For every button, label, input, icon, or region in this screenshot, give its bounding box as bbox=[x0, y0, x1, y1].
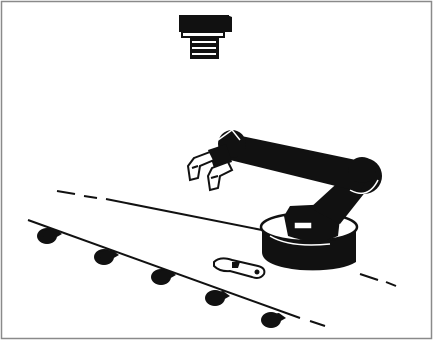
conveyor-rollers bbox=[37, 228, 286, 328]
gripper-tool-icon bbox=[179, 15, 232, 59]
wrench-part-icon bbox=[214, 258, 264, 278]
robot-arm-icon bbox=[188, 130, 382, 270]
